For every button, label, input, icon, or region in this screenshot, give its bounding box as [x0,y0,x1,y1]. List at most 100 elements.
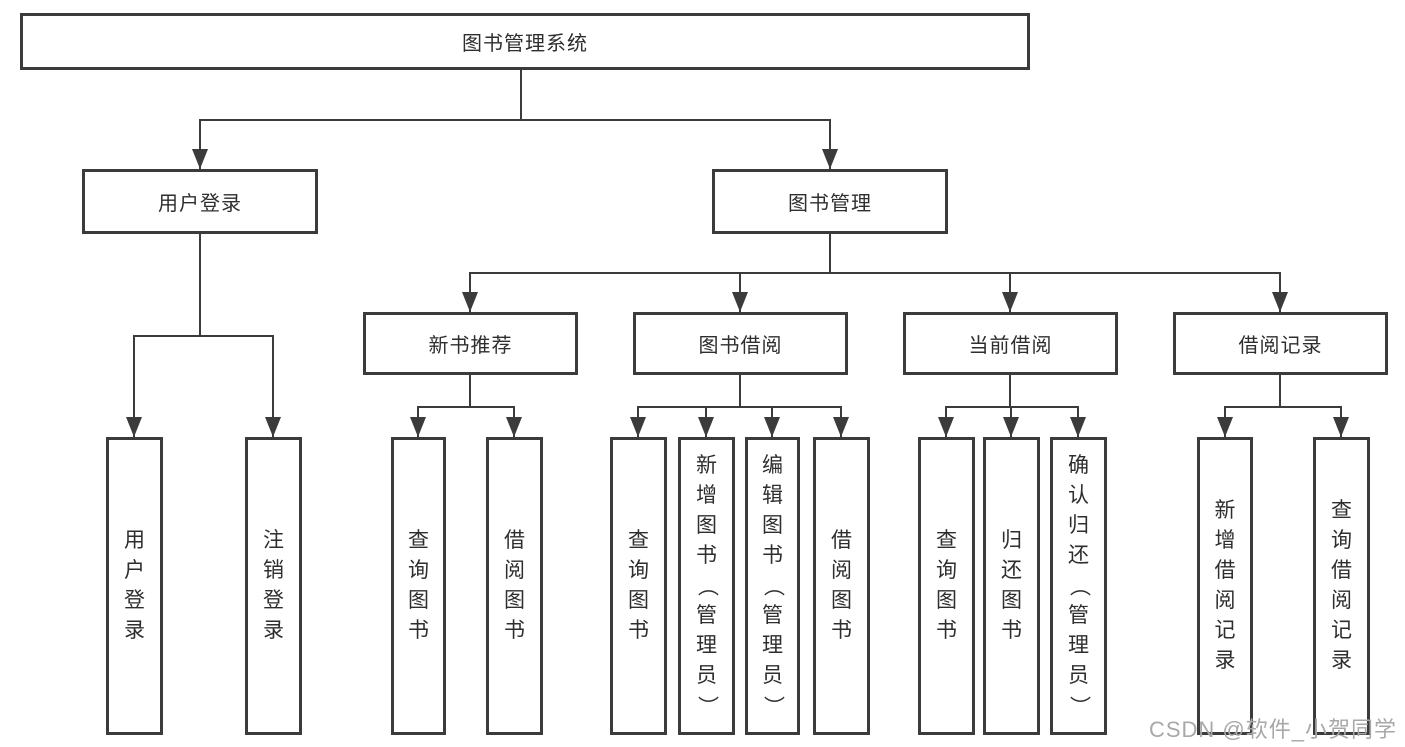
arrowhead-icon [822,149,838,169]
node-label-char: 管 [762,604,783,627]
connector-line [199,234,201,336]
arrowhead-icon [265,417,281,437]
node-label-char: 还 [1068,544,1089,567]
node-label-char: 注 [263,529,284,552]
node-label-char: 借 [1214,559,1236,582]
node-label-char: 图 [762,514,783,537]
node-label-char: 书 [831,619,852,642]
node-label-char: 查 [408,529,429,552]
node-label-char: 归 [1001,529,1022,552]
node-leaf-confirm-return-admin: 确认归还（管理员） [1050,437,1107,735]
node-label-char: 登 [263,589,284,612]
node-leaf-add-borrow-record: 新增借阅记录 [1197,437,1253,735]
node-label-char: 图 [1001,589,1022,612]
node-label-char: 询 [408,559,429,582]
node-label-char: 管 [1068,604,1089,627]
node-label-char: 员 [762,664,783,687]
node-label: 图书管理系统 [462,33,588,55]
connector-line [199,120,201,169]
arrowhead-icon [1070,417,1086,437]
node-label-char: 书 [1001,619,1022,642]
node-label-char: 记 [1331,619,1352,642]
connector-line [1279,375,1281,407]
node-label-char: 阅 [1214,589,1236,612]
node-label-char: 借 [831,529,852,552]
connector-line [520,70,522,120]
connector-line [469,272,1281,274]
node-leaf-borrow-books-borrow: 借阅图书 [813,437,870,735]
node-label-char: 书 [408,619,429,642]
node-system-root: 图书管理系统 [20,13,1030,70]
node-label-char: ） [1067,695,1091,717]
arrowhead-icon [1003,417,1019,437]
arrowhead-icon [1272,292,1288,312]
arrowhead-icon [630,417,646,437]
node-user-login-branch: 用户登录 [82,169,318,234]
node-label-char: 新 [696,454,717,477]
arrowhead-icon [1333,417,1349,437]
node-label-char: 增 [696,484,717,507]
node-label: 借阅记录 [1238,335,1323,357]
node-current-borrow: 当前借阅 [903,312,1118,375]
node-label-char: （ [761,575,785,597]
node-label-char: 图 [408,589,429,612]
connector-line [829,234,831,273]
node-label-char: 录 [1331,649,1352,672]
node-label-char: 用 [124,529,145,552]
arrowhead-icon [192,149,208,169]
node-leaf-edit-book-admin: 编辑图书（管理员） [745,437,800,735]
node-label-char: 询 [1331,529,1352,552]
node-label-char: 员 [1068,664,1089,687]
node-label-char: 书 [628,619,649,642]
arrowhead-icon [938,417,954,437]
node-label-char: 借 [504,529,525,552]
arrowhead-icon [126,417,142,437]
node-label-char: 查 [936,529,957,552]
node-label-char: 图 [936,589,957,612]
arrowhead-icon [1217,417,1233,437]
node-book-management-branch: 图书管理 [712,169,948,234]
arrowhead-icon [1002,292,1018,312]
node-label-char: 登 [124,589,145,612]
node-label-char: 理 [762,634,783,657]
node-label-char: 书 [504,619,525,642]
node-label-char: 查 [1331,499,1352,522]
arrowhead-icon [764,417,780,437]
node-label-char: 图 [504,589,525,612]
node-label-char: 图 [628,589,649,612]
node-leaf-borrow-books-recommend: 借阅图书 [486,437,543,735]
node-new-book-recommend: 新书推荐 [363,312,578,375]
arrowhead-icon [506,417,522,437]
arrowhead-icon [410,417,426,437]
node-label-char: （ [1067,575,1091,597]
node-label-char: 管 [696,604,717,627]
connector-line [1224,406,1342,408]
node-label-char: 书 [696,544,717,567]
arrowhead-icon [732,292,748,312]
node-label-char: ） [695,695,719,717]
connector-line [133,336,135,437]
connector-line [1009,375,1011,407]
node-label-char: 书 [762,544,783,567]
node-label-char: 录 [263,619,284,642]
arrowhead-icon [698,417,714,437]
node-leaf-return-books: 归还图书 [983,437,1040,735]
node-leaf-logout: 注销登录 [245,437,302,735]
node-leaf-add-book-admin: 新增图书（管理员） [678,437,735,735]
arrowhead-icon [462,292,478,312]
node-label: 图书借阅 [698,335,783,357]
node-label-char: 确 [1068,454,1089,477]
node-borrow-record: 借阅记录 [1173,312,1388,375]
node-label-char: 阅 [1331,589,1352,612]
node-label-char: 录 [1214,649,1236,672]
node-label-char: 记 [1214,619,1236,642]
node-book-borrow: 图书借阅 [633,312,848,375]
connector-line [469,375,471,407]
connector-line [829,120,831,169]
node-label-char: 还 [1001,559,1022,582]
node-label-char: 归 [1068,514,1089,537]
node-label-char: 新 [1214,499,1236,522]
node-leaf-user-login: 用户登录 [106,437,163,735]
node-label-char: 户 [124,559,145,582]
node-label-char: 增 [1214,529,1236,552]
